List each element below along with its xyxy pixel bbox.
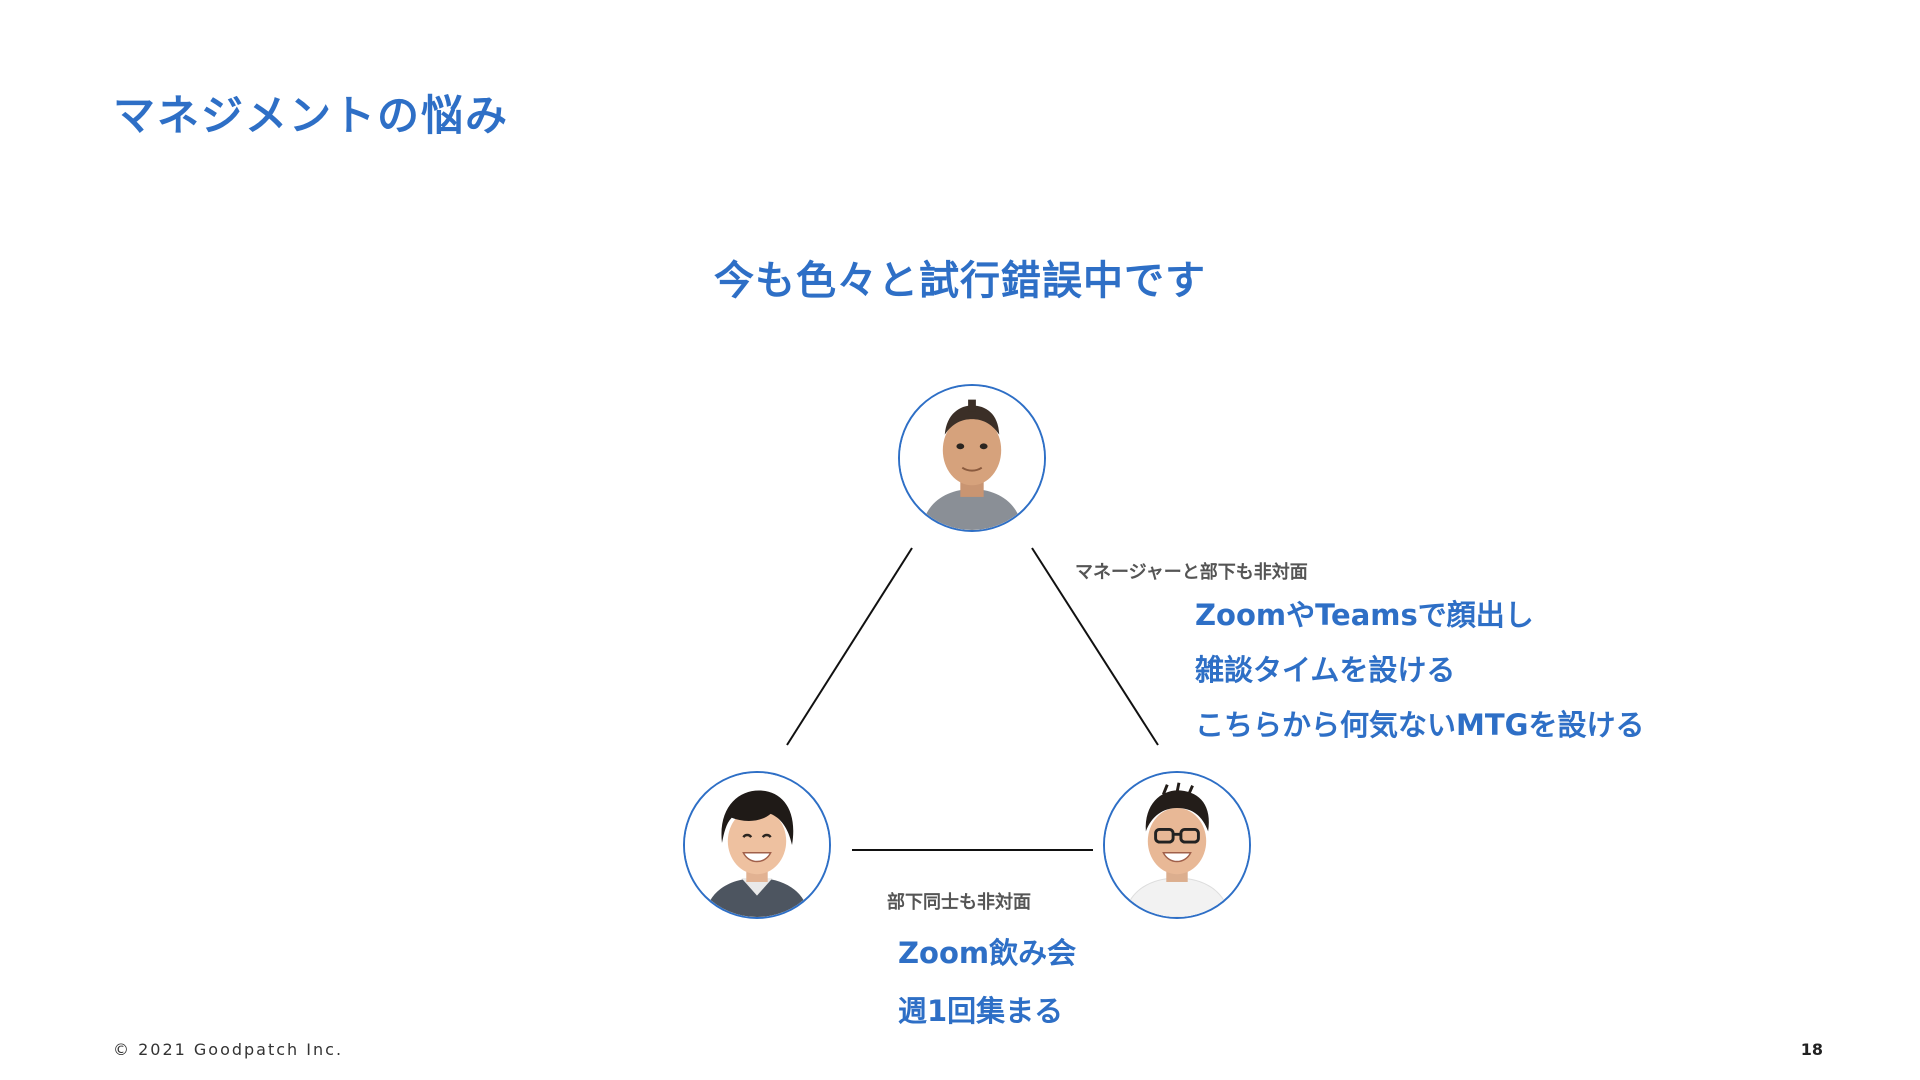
connector-line-manager-to-right [1031,547,1159,746]
person-photo-icon [685,773,829,917]
avatar-manager [898,384,1046,532]
connector-line-manager-to-left [786,547,913,746]
peer-relation-label: 部下同士も非対面 [887,892,1031,913]
person-photo-icon [900,386,1044,530]
page-number: 18 [1800,1040,1823,1059]
slide-title: マネジメントの悩み [113,91,510,140]
avatar-member-left [683,771,831,919]
list-item: こちらから何気ないMTGを設ける [1195,708,1645,742]
copyright-footer: © 2021 Goodpatch Inc. [113,1040,344,1059]
peer-relation-list: Zoom飲み会 週1回集まる [898,934,1076,1050]
list-item: ZoomやTeamsで顔出し [1195,598,1534,632]
manager-relation-label: マネージャーと部下も非対面 [1075,562,1308,583]
list-item: Zoom飲み会 [898,936,1077,970]
list-item: 雑談タイムを設ける [1195,653,1456,687]
slide-headline: 今も色々と試行錯誤中です [714,258,1206,304]
avatar-member-right [1103,771,1251,919]
manager-relation-list: ZoomやTeamsで顔出し 雑談タイムを設ける こちらから何気ないMTGを設け… [1195,596,1644,761]
person-photo-icon [1105,773,1249,917]
list-item: 週1回集まる [898,994,1064,1028]
